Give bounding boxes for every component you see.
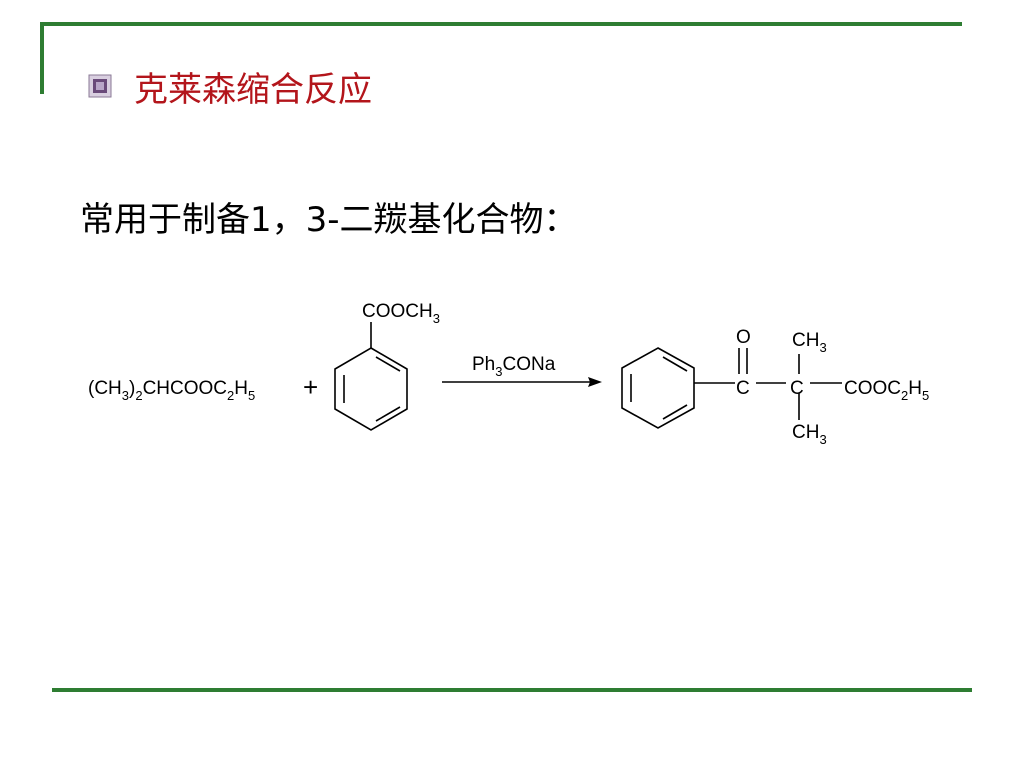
- reagent-label: Ph3CONa: [472, 354, 556, 379]
- square-bullet-icon: [88, 74, 112, 98]
- product-ester-group: COOC2H5: [844, 378, 929, 403]
- reaction-arrow-head: [588, 377, 602, 387]
- plus-sign: +: [303, 372, 318, 402]
- product-methyl-top: CH3: [792, 330, 827, 355]
- intro-text: 常用于制备1，3-二羰基化合物：: [80, 200, 578, 240]
- product-bonds: [738, 348, 842, 420]
- product-methyl-bottom: CH3: [792, 422, 827, 447]
- frame-left-line: [40, 22, 44, 94]
- product-carbonyl-carbon: C: [736, 378, 750, 399]
- benzene-ring-reactant: [334, 322, 408, 431]
- product-quaternary-carbon: C: [790, 378, 804, 399]
- slide-title: 克莱森缩合反应: [134, 70, 372, 110]
- ester-substituent-label: COOCH3: [362, 301, 440, 326]
- frame-top-line: [40, 22, 962, 26]
- frame-bottom-line: [52, 688, 972, 692]
- product-carbonyl-oxygen: O: [736, 327, 751, 348]
- benzene-ring-product: [621, 347, 735, 429]
- reactant-isobutyrate: (CH3)2CHCOOC2H5: [88, 378, 255, 403]
